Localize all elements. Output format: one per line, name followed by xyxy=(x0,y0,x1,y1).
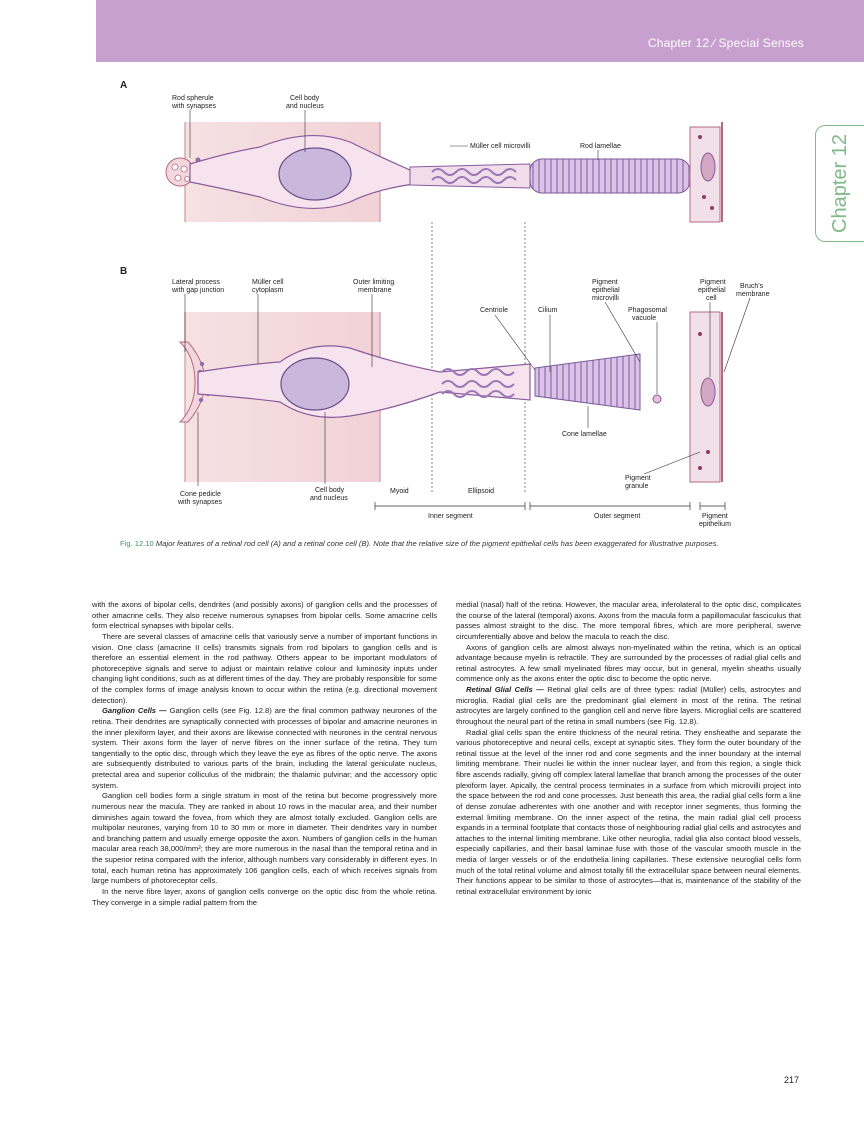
figure-rod-cone-cells: A B xyxy=(110,72,810,542)
left-paragraph-2: There are several classes of amacrine ce… xyxy=(92,631,437,705)
panel-b-letter: B xyxy=(120,266,127,277)
ganglion-cells-text: Ganglion cells (see Fig. 12.8) are the f… xyxy=(92,706,437,790)
label-membrane-2: membrane xyxy=(736,291,770,298)
label-muller-microvilli: Müller cell microvilli xyxy=(470,143,531,150)
label-rod-spherule: Rod spherule xyxy=(172,95,214,102)
label-ellipsoid: Ellipsoid xyxy=(468,488,494,495)
label-pigment: Pigment xyxy=(592,279,618,286)
right-paragraph-3: Retinal Glial Cells — Retinal glial cell… xyxy=(456,685,801,728)
panel-a-letter: A xyxy=(120,80,127,91)
label-epithelial: epithelial xyxy=(592,287,620,294)
right-paragraph-4: Radial glial cells span the entire thick… xyxy=(456,727,801,896)
label-pigment-2: Pigment xyxy=(700,279,726,286)
label-outer-segment: Outer segment xyxy=(594,513,640,520)
figure-caption: Fig. 12.10 Major features of a retinal r… xyxy=(120,539,800,550)
chapter-title: Chapter 12 ∕ Special Senses xyxy=(647,36,804,50)
label-pigment-granule-1: Pigment xyxy=(625,475,651,482)
label-microvilli: microvilli xyxy=(592,295,619,302)
label-cone-lamellae: Cone lamellae xyxy=(562,431,607,438)
label-cell-body-b: Cell body xyxy=(315,487,345,494)
label-cone-pedicle: Cone pedicle xyxy=(180,491,221,498)
right-paragraph-2: Axons of ganglion cells are almost alway… xyxy=(456,642,801,684)
label-cell-body-a: Cell body xyxy=(290,95,320,102)
figure-number: Fig. 12.10 xyxy=(120,539,154,548)
chapter-side-tab-label: Chapter 12 xyxy=(829,134,851,233)
left-text-column: with the axons of bipolar cells, dendrit… xyxy=(92,600,437,908)
label-with-gap-junction: with gap junction xyxy=(171,287,224,294)
left-paragraph-5: In the nerve fibre layer, axons of gangl… xyxy=(92,886,437,907)
label-lateral-process: Lateral process xyxy=(172,279,220,286)
left-paragraph-4: Ganglion cell bodies form a single strat… xyxy=(92,791,437,886)
label-with-synapses: with synapses xyxy=(171,103,216,110)
right-text-column: medial (nasal) half of the retina. Howev… xyxy=(456,600,801,898)
label-inner-segment: Inner segment xyxy=(428,513,473,520)
left-paragraph-3: Ganglion Cells — Ganglion cells (see Fig… xyxy=(92,706,437,791)
chapter-side-tab: Chapter 12 xyxy=(815,125,864,242)
page-number: 217 xyxy=(784,1075,800,1085)
label-outer-limiting: Outer limiting xyxy=(353,279,394,286)
label-centriole: Centriole xyxy=(480,307,508,314)
figure-caption-text: Major features of a retinal rod cell (A)… xyxy=(153,539,719,548)
chapter-header-band: Chapter 12 ∕ Special Senses xyxy=(96,0,864,62)
label-and-nucleus-b: and nucleus xyxy=(310,495,348,502)
right-paragraph-1: medial (nasal) half of the retina. Howev… xyxy=(456,600,801,641)
label-myoid: Myoid xyxy=(390,488,409,495)
rod-cell-drawing xyxy=(165,122,723,223)
label-muller-cell: Müller cell xyxy=(252,279,284,286)
label-cilium: Cilium xyxy=(538,307,558,314)
retinal-glial-cells-heading: Retinal Glial Cells — xyxy=(466,685,544,694)
label-cell: cell xyxy=(706,295,717,302)
left-paragraph-1: with the axons of bipolar cells, dendrit… xyxy=(92,600,437,631)
label-rod-lamellae: Rod lamellae xyxy=(580,143,621,150)
cone-cell-drawing xyxy=(178,311,723,483)
label-membrane: membrane xyxy=(358,287,392,294)
label-cytoplasm: cytoplasm xyxy=(252,287,284,294)
ganglion-cells-heading: Ganglion Cells — xyxy=(102,706,167,716)
label-phagosomal: Phagosomal xyxy=(628,307,667,314)
label-epithelial-2: epithelial xyxy=(698,287,726,294)
label-pigment-epithelium-2: epithelium xyxy=(699,521,731,528)
retinal-glial-cells-text: Retinal glial cells are of three types: … xyxy=(456,685,801,726)
label-and-nucleus-a: and nucleus xyxy=(286,103,324,110)
label-with-synapses-2: with synapses xyxy=(177,499,222,506)
label-pigment-granule-2: granule xyxy=(625,483,648,490)
label-vacuole: vacuole xyxy=(632,315,656,322)
label-bruchs: Bruch's xyxy=(740,283,764,290)
label-pigment-epithelium-1: Pigment xyxy=(702,513,728,520)
